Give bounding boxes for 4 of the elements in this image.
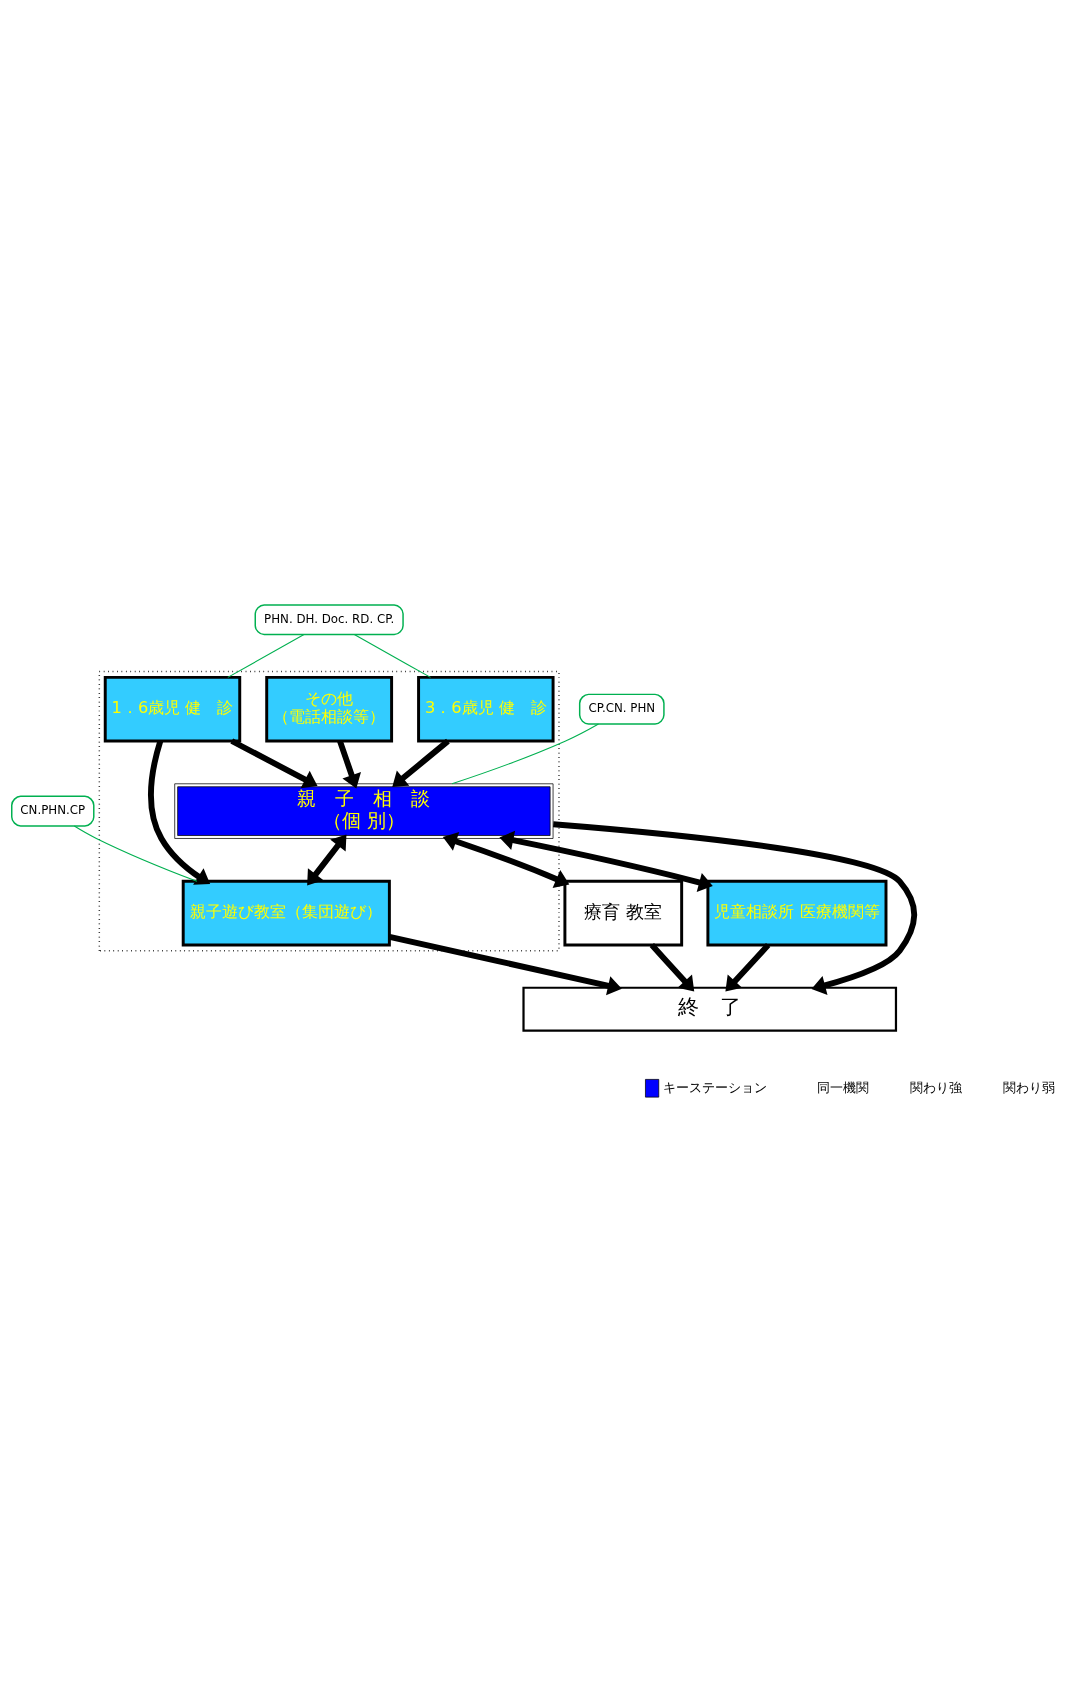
legend-label: 関わり強 [909, 1079, 962, 1095]
legend-label: 同一機関 [816, 1079, 869, 1095]
legend-label: キーステーション [663, 1079, 768, 1095]
legend-label: 関わり弱 [1002, 1079, 1055, 1095]
